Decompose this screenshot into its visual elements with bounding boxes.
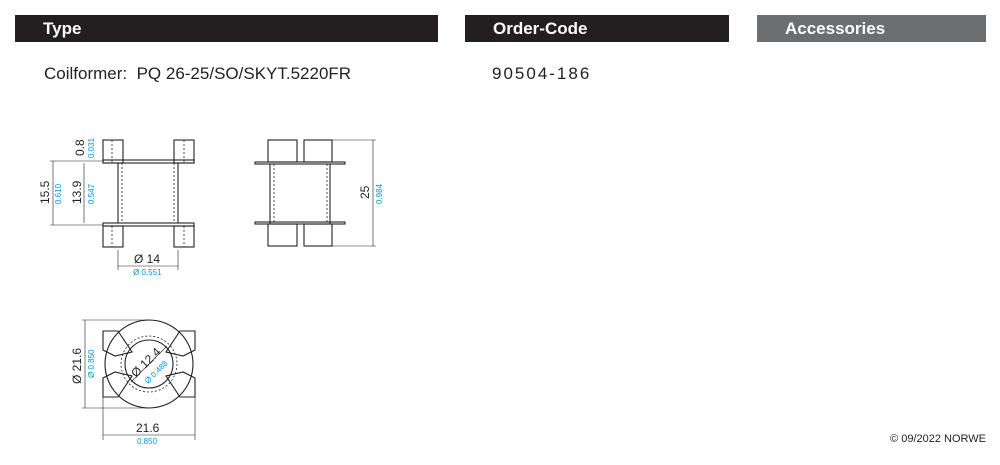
type-header: Type (15, 15, 438, 42)
dim-total-mm: 25 (358, 185, 372, 199)
dim-outer-diameter-inch: Ø 0.850 (87, 349, 96, 378)
product-name: PQ 26-25/SO/SKYT.5220FR (136, 64, 352, 83)
side-view-front: 0.8 0.031 15.5 0.610 13.9 0.547 Ø 14 Ø 0… (38, 137, 195, 277)
product-label: Coilformer: (44, 64, 128, 83)
order-code-value: 90504-186 (492, 64, 592, 83)
dim-width-mm: 21.6 (136, 421, 160, 435)
copyright: © 09/2022 NORWE (890, 433, 986, 445)
dim-winding-mm: 13.9 (70, 180, 84, 204)
product-type: Coilformer: PQ 26-25/SO/SKYT.5220FR (44, 64, 351, 84)
dim-width-inch: 0.850 (137, 437, 158, 446)
accessories-header: Accessories (757, 15, 986, 42)
dim-flange-inch: 0.031 (87, 137, 96, 158)
dim-core-inch: Ø 0.551 (133, 268, 162, 277)
dim-core-mm: Ø 14 (134, 252, 160, 266)
dim-outer-diameter-mm: Ø 21.6 (70, 348, 84, 384)
bottom-view: Ø 21.6 Ø 0.850 Ø 12.4 Ø 0.488 21.6 0.850 (70, 319, 196, 446)
dim-height-mm: 15.5 (38, 180, 52, 204)
dim-flange-mm: 0.8 (73, 139, 87, 156)
order-code-header: Order-Code (465, 15, 729, 42)
dim-total-inch: 0.984 (375, 183, 384, 204)
dim-winding-inch: 0.547 (87, 183, 96, 204)
side-view-side: 25 0.984 (254, 139, 384, 247)
dim-height-inch: 0.610 (54, 183, 63, 204)
